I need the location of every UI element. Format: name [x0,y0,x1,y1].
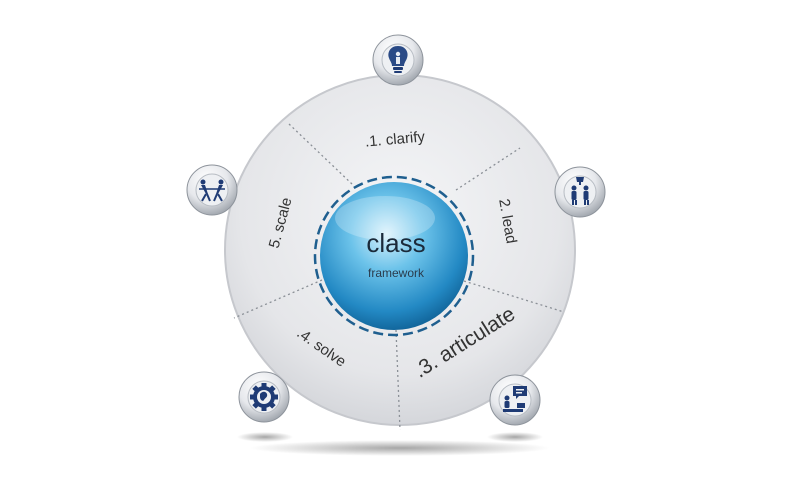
wheel-shadow [250,440,550,456]
leader-with-trophy-icon [571,177,589,205]
hub-circle [320,182,468,330]
hub-subtitle: framework [368,266,425,280]
badge-articulate [489,374,541,426]
divider-5 [233,279,323,319]
badge-shadow-right [487,432,543,442]
badge-clarify [372,34,424,86]
hub-outline [313,175,475,337]
tug-of-war-icon [199,179,225,202]
gear-globe-icon [250,383,278,411]
hub-highlight [335,196,435,240]
segment-label-clarify: .1. clarify [364,128,426,150]
presentation-chat-icon [503,386,527,412]
badge-scale [186,164,238,216]
badge-lead [554,166,606,218]
divider-4 [395,329,401,431]
hub-title: class [366,228,425,258]
lightbulb-person-icon [388,46,408,73]
badge-shadow-left [237,432,293,442]
segment-dividers [233,123,565,431]
badge-solve [238,371,290,423]
